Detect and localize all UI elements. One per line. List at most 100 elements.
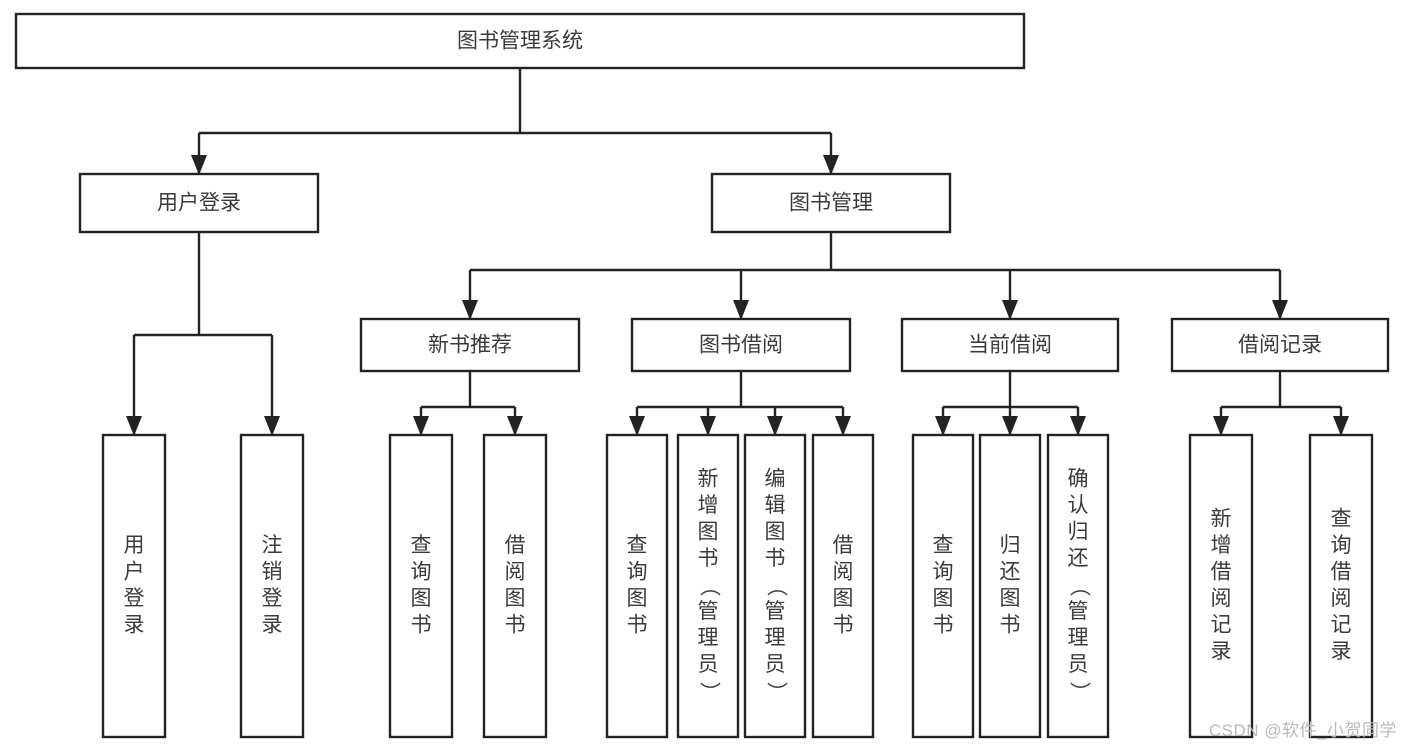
node-label-char: 书 [505,613,526,636]
node-label-char: 查 [1331,507,1352,530]
node-label-char: 理 [765,627,786,650]
node-label-char: 书 [627,613,648,636]
node-user-login[interactable]: 用户登录 [78,172,320,234]
node-label-char: 录 [124,613,145,636]
node-label-char: 增 [698,494,719,517]
node-label: 图书管理系统 [457,30,583,53]
node-box[interactable] [911,433,975,739]
node-box[interactable] [1308,433,1374,739]
node-label-char: 图 [505,587,526,610]
node-box[interactable] [482,433,548,739]
node-label-char: 员 [698,653,719,676]
connector-layer [126,68,1349,436]
node-box[interactable] [359,317,581,373]
node-box[interactable] [101,433,167,739]
arrow-head [191,155,207,175]
node-label-char: 确 [1068,468,1089,491]
node-label-char: 登 [124,587,145,610]
node-label-char: 借 [505,534,526,557]
node-label-char: 用 [124,534,145,557]
node-label-char: 销 [262,560,283,583]
node-box[interactable] [1046,433,1110,739]
node-label-char: 阅 [833,560,854,583]
node-label-char: 图 [627,587,648,610]
node-label-char: 借 [1331,560,1352,583]
node-label-char: 新 [698,468,719,491]
node-book-manage[interactable]: 图书管理 [710,172,952,234]
node-box[interactable] [605,433,669,739]
node-box[interactable] [239,433,305,739]
node-label-char: 记 [1331,613,1352,636]
node-box[interactable] [630,317,852,373]
node-label-char: 管 [765,600,786,623]
node-label-char: 增 [1211,534,1232,557]
node-label-char: 管 [698,600,719,623]
node-box[interactable] [811,433,875,739]
node-label: 图书管理 [789,192,873,215]
arrow-head [126,416,142,436]
node-label-char: 询 [627,560,648,583]
node-box[interactable] [14,12,1026,70]
node-label-char: 询 [411,560,432,583]
node-label-char: 书 [698,547,719,570]
node-new-book-rec[interactable]: 新书推荐 [359,317,581,373]
arrow-head [935,416,951,436]
node-label-char: 员 [765,653,786,676]
node-label-char: 图 [933,587,954,610]
node-box[interactable] [710,172,952,234]
arrow-head [1333,416,1349,436]
node-book-borrow[interactable]: 图书借阅 [630,317,852,373]
node-label-char: 询 [1331,534,1352,557]
node-label-char: 认 [1068,494,1089,517]
node-label-char: 归 [1000,534,1021,557]
node-label-char: 查 [933,534,954,557]
node-label-char: 还 [1000,560,1021,583]
node-label-char: ） [764,682,787,703]
node-label-char: 书 [411,613,432,636]
node-label-char: 编 [765,468,786,491]
arrow-head [1002,300,1018,320]
node-box[interactable] [1188,433,1254,739]
arrow-head [462,300,478,320]
node-label-char: 书 [833,613,854,636]
node-root[interactable]: 图书管理系统 [14,12,1026,70]
arrow-head [1070,416,1086,436]
arrow-head [1272,300,1288,320]
node-label-char: 户 [124,560,145,583]
node-leaf-user-login[interactable]: 用户登录 [101,433,167,739]
node-label-char: 阅 [1331,587,1352,610]
arrow-head [835,416,851,436]
node-label-char: 书 [933,613,954,636]
node-label-char: 归 [1068,521,1089,544]
node-label: 新书推荐 [428,334,512,357]
node-label-char: 辑 [765,494,786,517]
node-box[interactable] [676,433,740,739]
node-box[interactable] [1170,317,1390,373]
node-box[interactable] [388,433,454,739]
node-box[interactable] [900,317,1120,373]
node-current-borrow[interactable]: 当前借阅 [900,317,1120,373]
node-label-char: （ [764,576,787,597]
node-label-char: 新 [1211,507,1232,530]
node-layer: 图书管理系统用户登录图书管理新书推荐图书借阅当前借阅借阅记录用户登录注销登录查询… [14,12,1390,739]
node-box[interactable] [978,433,1042,739]
node-borrow-record[interactable]: 借阅记录 [1170,317,1390,373]
node-box[interactable] [78,172,320,234]
node-box[interactable] [743,433,807,739]
node-label: 图书借阅 [699,334,783,357]
node-label-char: 书 [1000,613,1021,636]
